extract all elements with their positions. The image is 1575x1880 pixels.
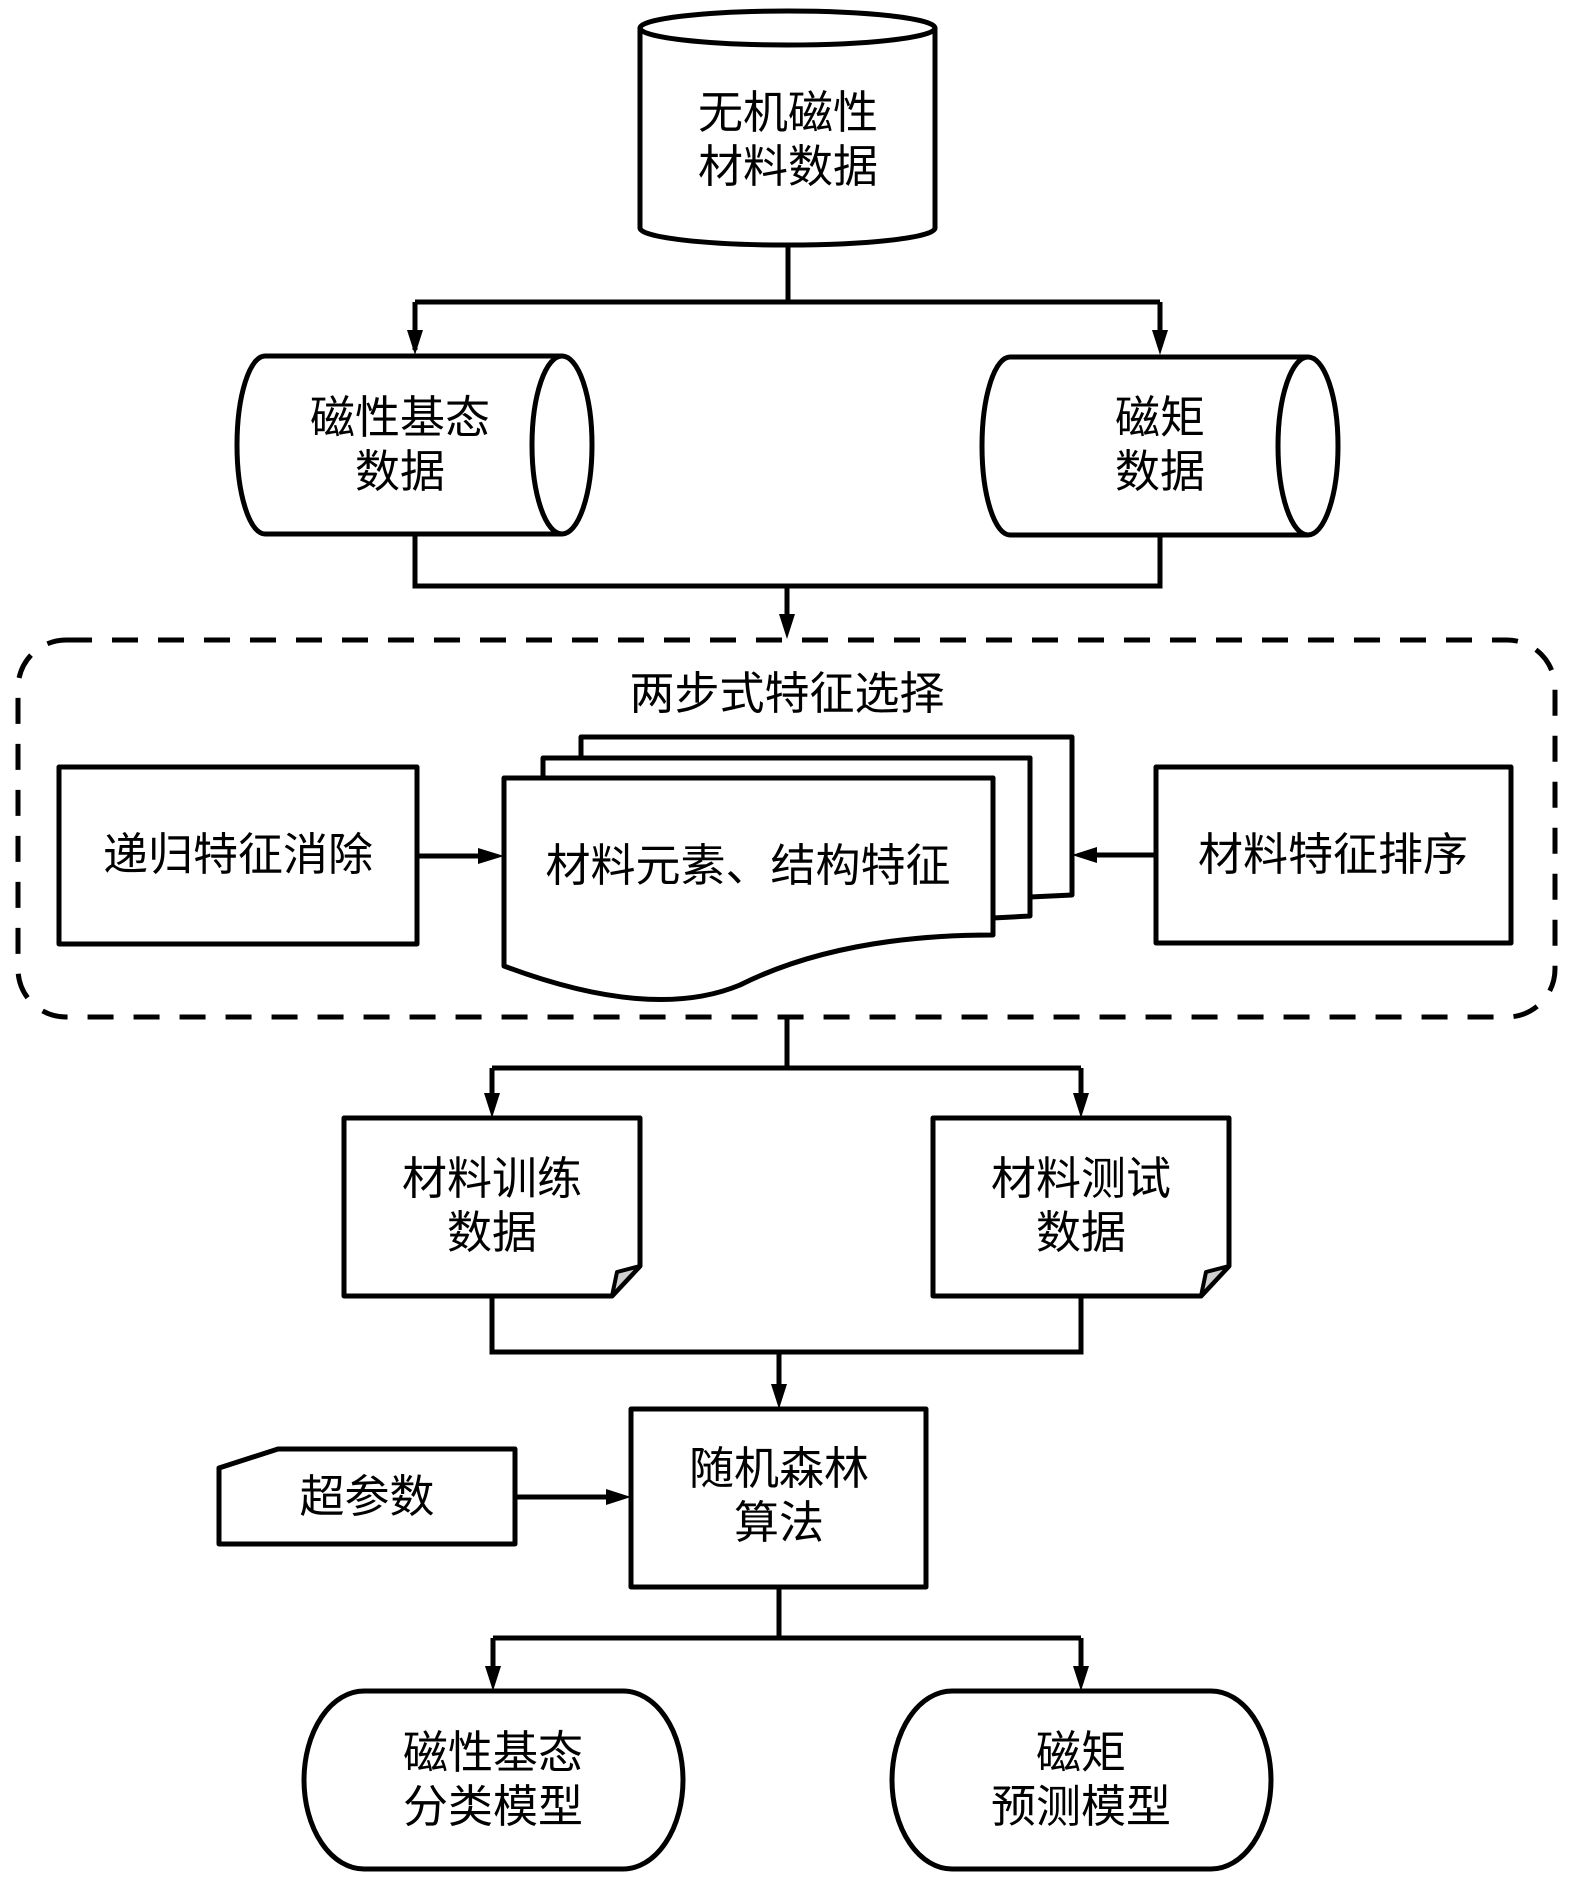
arrow-to-random-forest [771,1384,787,1409]
node-regressor-terminal [889,1688,1274,1872]
label-ground-state-data: 磁性基态数据 [309,391,491,498]
edge-join-to-features [412,534,1163,615]
node-classifier-terminal [301,1688,686,1872]
node-features-multidoc [501,734,1075,1002]
label-train-data: 材料训练数据 [401,1152,583,1259]
node-ranking-box [1153,764,1514,946]
arrow-to-test [1073,1093,1089,1118]
node-test-note [930,1115,1232,1299]
label-features: 材料元素、结构特征 [545,839,951,892]
label-source: 无机磁性材料数据 [697,86,879,193]
node-ground-state-cylinder [234,353,595,537]
node-moment-cylinder [979,354,1341,538]
label-rfe: 递归特征消除 [102,828,374,881]
label-random-forest: 随机森林算法 [688,1442,870,1549]
arrow-hyperparams-to-rf [606,1489,631,1505]
label-hyperparams: 超参数 [299,1470,435,1523]
label-moment-data: 磁矩数据 [1114,391,1206,498]
label-classifier: 磁性基态分类模型 [402,1726,584,1833]
node-random-forest-box [628,1406,929,1590]
arrow-to-ground-state [407,330,423,355]
feature-group-title: 两步式特征选择 [629,667,945,720]
label-test-data: 材料测试数据 [990,1152,1172,1259]
arrow-to-moment [1152,330,1168,355]
edge-source-split [415,245,1160,305]
arrow-rfe-to-features [478,848,504,864]
arrow-ranking-to-features [1072,847,1097,863]
edge-train-test-join [489,1296,1084,1385]
label-regressor: 磁矩预测模型 [990,1726,1172,1833]
arrow-to-classifier [485,1666,501,1691]
arrow-to-regressor [1073,1666,1089,1691]
label-ranking: 材料特征排序 [1197,828,1469,881]
edge-group-split [489,1017,1084,1095]
edge-rf-split [490,1587,1084,1668]
node-train-note [341,1115,643,1299]
arrow-to-train [484,1093,500,1118]
arrow-to-feature-group [779,614,795,639]
